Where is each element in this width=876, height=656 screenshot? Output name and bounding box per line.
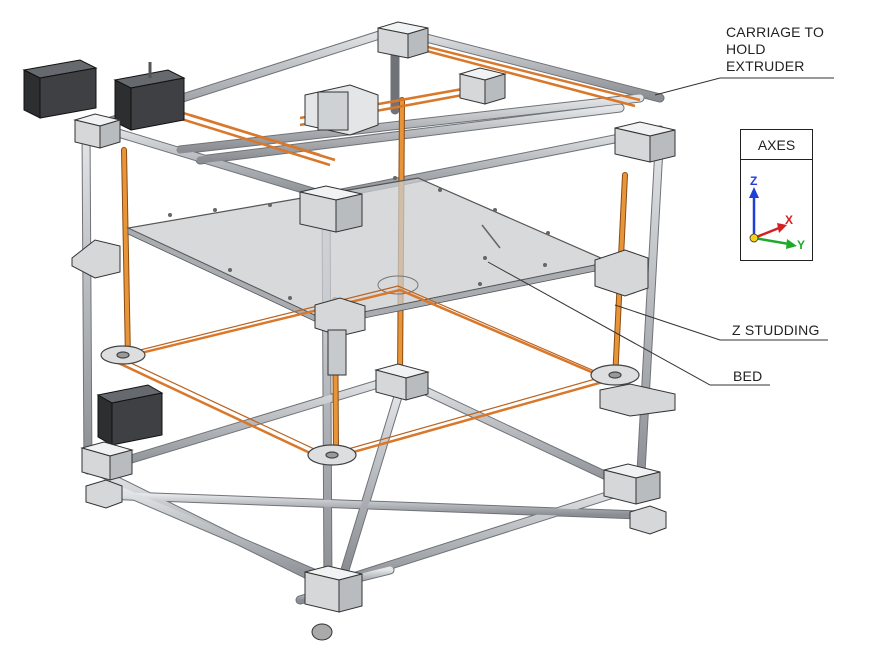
axes-title: AXES [741,130,812,160]
axes-triad-icon [749,187,797,249]
axis-z-label: Z [750,174,758,188]
carriage-label-line2: HOLD [726,41,766,57]
frame-vertex-icon [71,21,676,641]
z-studding-label: Z STUDDING [732,322,820,339]
bed-label-text: BED [733,368,763,384]
pulley-icon [100,345,640,466]
leader-lines [487,77,834,386]
carriage-label: CARRIAGE TO HOLD EXTRUDER [726,24,824,75]
axis-y-label: Y [797,238,806,252]
carriage-label-line1: CARRIAGE TO [726,24,825,40]
axis-x-label: X [785,213,794,227]
stepper-motor-icon [22,59,186,446]
z-studding-label-text: Z STUDDING [732,322,820,338]
axes-legend: AXES Z X Y [740,129,813,261]
carriage-label-line3: EXTRUDER [726,58,805,74]
bed-label: BED [733,368,762,385]
bed-plate [126,176,612,327]
